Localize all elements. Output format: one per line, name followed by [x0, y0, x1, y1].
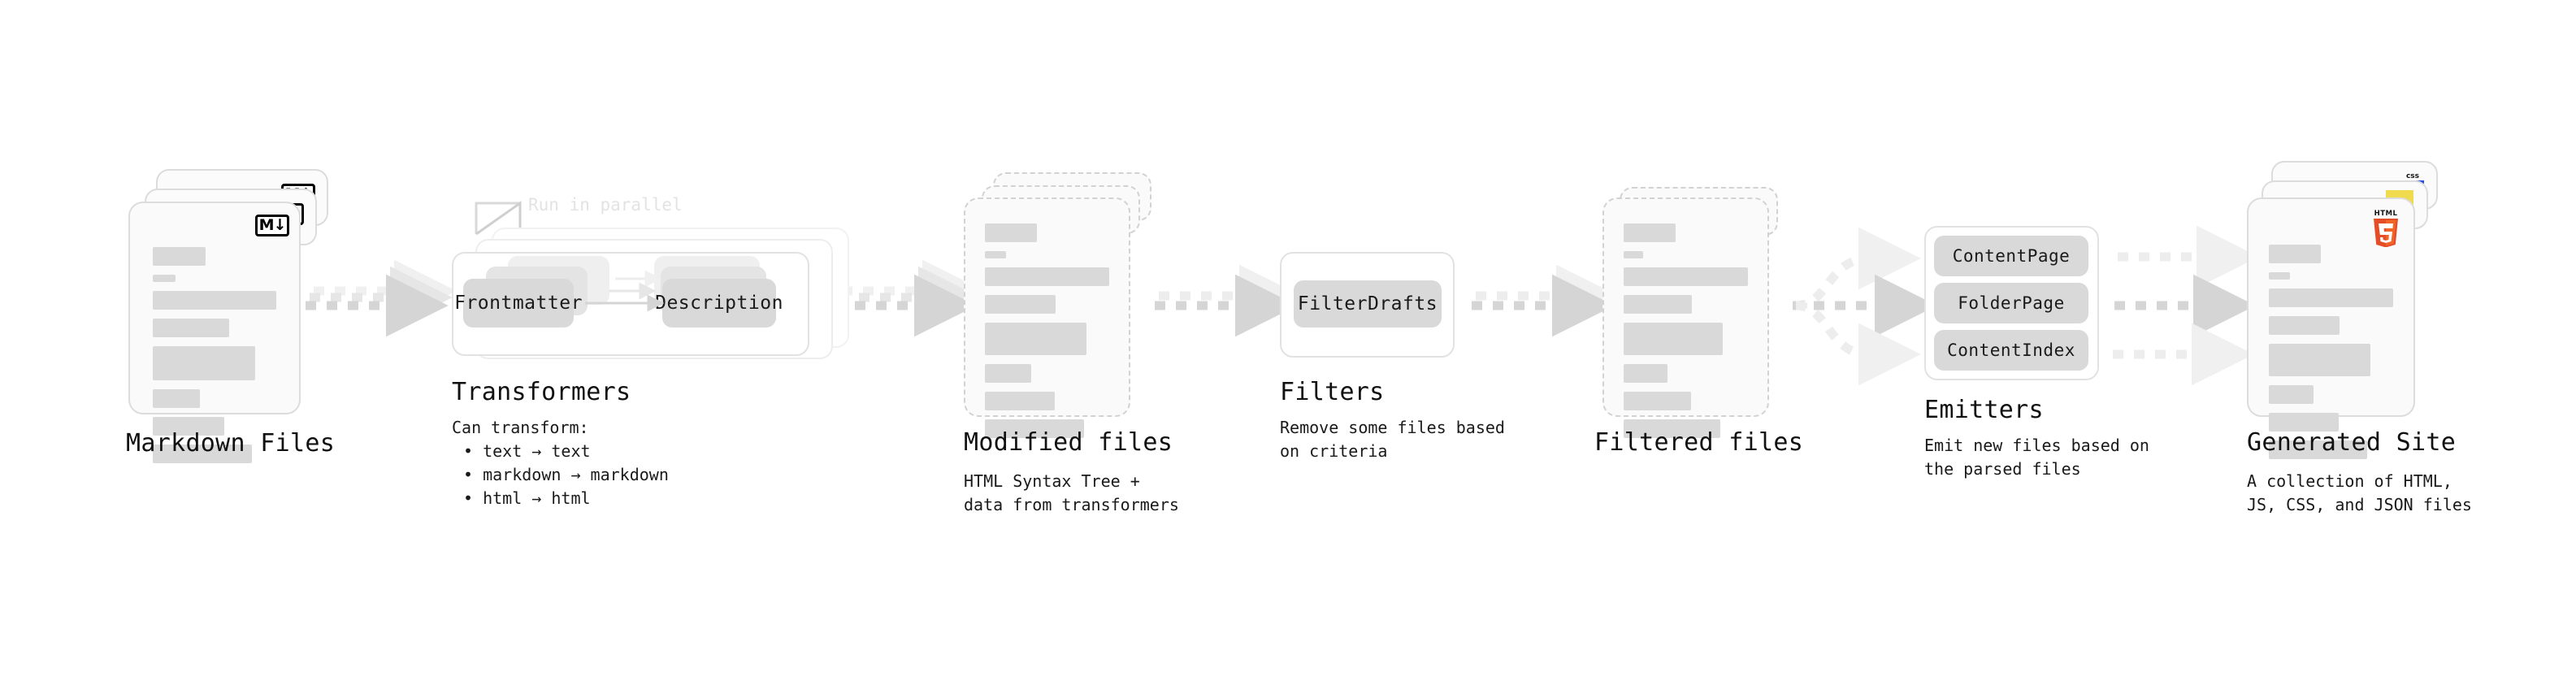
transform-bullet: markdown → markdown — [463, 463, 669, 487]
emitter-chip-contentpage[interactable]: ContentPage — [1934, 236, 2088, 276]
markdown-badge-front: M↓ — [255, 215, 289, 236]
filter-chip-filterdrafts[interactable]: FilterDrafts — [1294, 280, 1442, 327]
filtered-card-front — [1602, 197, 1769, 438]
generated-site-title: Generated Site — [2247, 428, 2457, 457]
content-line — [1624, 223, 1676, 242]
content-line — [153, 445, 252, 463]
content-line — [153, 389, 200, 408]
filters-title: Filters — [1280, 378, 1385, 406]
filtered-card-content — [1624, 223, 1748, 438]
content-line — [985, 323, 1087, 355]
content-line — [153, 275, 176, 282]
connector-markdown-to-transformers — [306, 259, 457, 337]
content-line — [2269, 440, 2367, 459]
content-line — [985, 223, 1037, 242]
connector-filtered-to-emitters — [1793, 227, 1937, 386]
md-badge-letter: M — [258, 216, 275, 234]
emitter-chip-folderpage[interactable]: FolderPage — [1934, 283, 2088, 323]
content-line — [153, 291, 276, 310]
modified-card-content — [985, 223, 1109, 438]
content-line — [153, 346, 256, 380]
content-line — [985, 295, 1056, 314]
html5-icon: HTML — [2370, 209, 2402, 247]
transform-bullet: text → text — [463, 440, 669, 463]
content-line — [1624, 392, 1691, 410]
content-line — [2269, 385, 2314, 404]
content-line — [1624, 419, 1721, 438]
content-line — [985, 364, 1031, 383]
content-line — [1624, 295, 1693, 314]
content-line — [153, 247, 206, 266]
connector-filters-to-filtered — [1472, 264, 1619, 337]
transformer-chip-frontmatter[interactable]: Frontmatter — [454, 279, 582, 327]
content-line — [2269, 245, 2321, 263]
site-card-content — [2269, 245, 2393, 459]
content-line — [985, 251, 1006, 258]
connector-emitters-to-site — [2113, 225, 2259, 386]
transformers-bullets: text → text markdown → markdown html → h… — [452, 440, 669, 510]
svg-text:css: css — [2406, 172, 2419, 180]
content-line — [153, 319, 230, 337]
content-line — [2269, 272, 2290, 280]
content-line — [2269, 344, 2371, 376]
connector-modified-to-filters — [1155, 264, 1302, 337]
generated-site-subtitle: A collection of HTML, JS, CSS, and JSON … — [2247, 471, 2472, 514]
transform-bullet: html → html — [463, 487, 669, 510]
content-line — [1624, 251, 1643, 258]
content-line — [1624, 323, 1724, 355]
transformer-chip-description[interactable]: Description — [655, 279, 783, 327]
content-line — [1624, 267, 1748, 286]
markdown-files-title: Markdown Files — [126, 429, 336, 458]
content-line — [2269, 288, 2393, 307]
emitter-chip-contentindex[interactable]: ContentIndex — [1934, 330, 2088, 371]
modified-files-subtitle: HTML Syntax Tree + data from transformer… — [964, 471, 1179, 514]
svg-text:HTML: HTML — [2374, 210, 2398, 218]
transformers-subtitle: Can transform: — [452, 418, 589, 437]
run-in-parallel-note: Run in parallel — [528, 195, 683, 215]
content-line — [985, 419, 1085, 438]
content-line — [2269, 316, 2340, 335]
content-line — [1624, 364, 1667, 383]
markdown-card-front: M↓ — [128, 202, 301, 463]
content-line — [985, 267, 1109, 286]
emitters-title: Emitters — [1924, 396, 2044, 424]
modified-card-front — [964, 197, 1130, 438]
filtered-files-title: Filtered files — [1594, 428, 1804, 457]
filters-subtitle: Remove some files based on criteria — [1280, 418, 1505, 461]
site-card-front: HTML — [2247, 197, 2415, 459]
modified-files-title: Modified files — [964, 428, 1173, 457]
content-line — [985, 392, 1055, 410]
transformers-title: Transformers — [452, 378, 631, 406]
content-line — [153, 417, 225, 436]
markdown-card-content — [153, 247, 276, 463]
emitters-subtitle: Emit new files based on the parsed files — [1924, 436, 2149, 479]
content-line — [2269, 413, 2339, 432]
